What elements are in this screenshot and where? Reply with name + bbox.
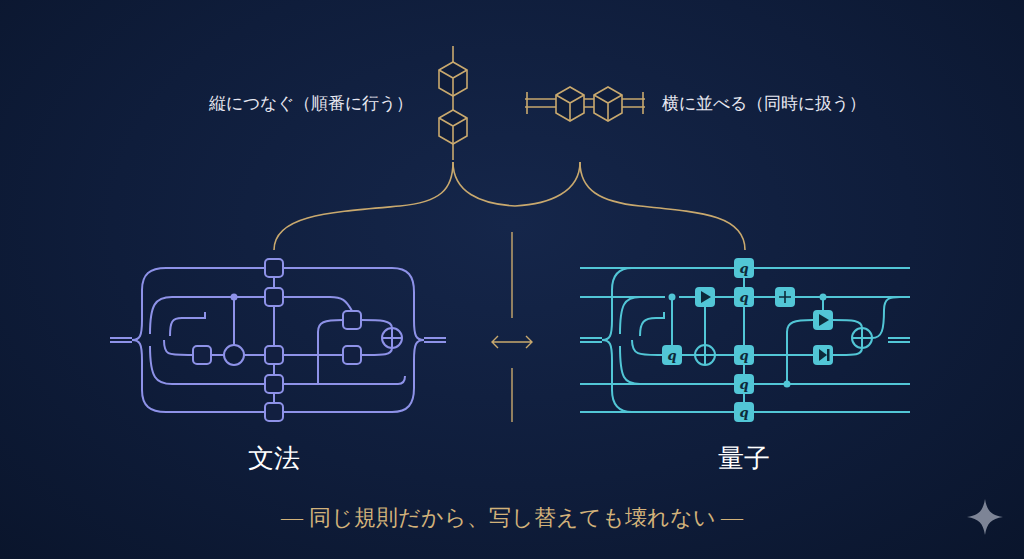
qubit-label: q bbox=[739, 291, 748, 304]
qubit-box: q bbox=[734, 374, 754, 394]
wire bbox=[743, 307, 745, 345]
qubit-box: q bbox=[734, 258, 754, 278]
wire bbox=[743, 394, 745, 402]
cube-icons bbox=[439, 46, 645, 160]
divider bbox=[492, 232, 532, 422]
operation-label: 縦につなぐ（順番に行う） bbox=[209, 92, 413, 115]
qubit-box: q bbox=[734, 287, 754, 307]
qubit-label: q bbox=[739, 378, 748, 391]
qubit-label: q bbox=[739, 406, 748, 419]
qubit-label: q bbox=[667, 349, 676, 362]
section-label: 文法 bbox=[248, 441, 300, 476]
qubit-label: q bbox=[739, 349, 748, 362]
grammar-circuit bbox=[110, 258, 446, 422]
operation-label: 横に並べる（同時に扱う） bbox=[662, 92, 866, 115]
qubit-label: q bbox=[739, 262, 748, 275]
brace bbox=[274, 162, 745, 250]
qubit-box: q bbox=[662, 345, 682, 365]
quantum-circuit bbox=[580, 258, 910, 422]
wire bbox=[743, 278, 745, 287]
wire bbox=[743, 365, 745, 374]
qubit-box: q bbox=[734, 345, 754, 365]
watermark-star bbox=[967, 499, 1003, 535]
section-label: 量子 bbox=[718, 441, 770, 476]
caption: — 同じ規則だから、写し替えても壊れない — bbox=[281, 503, 743, 533]
qubit-box: q bbox=[734, 402, 754, 422]
